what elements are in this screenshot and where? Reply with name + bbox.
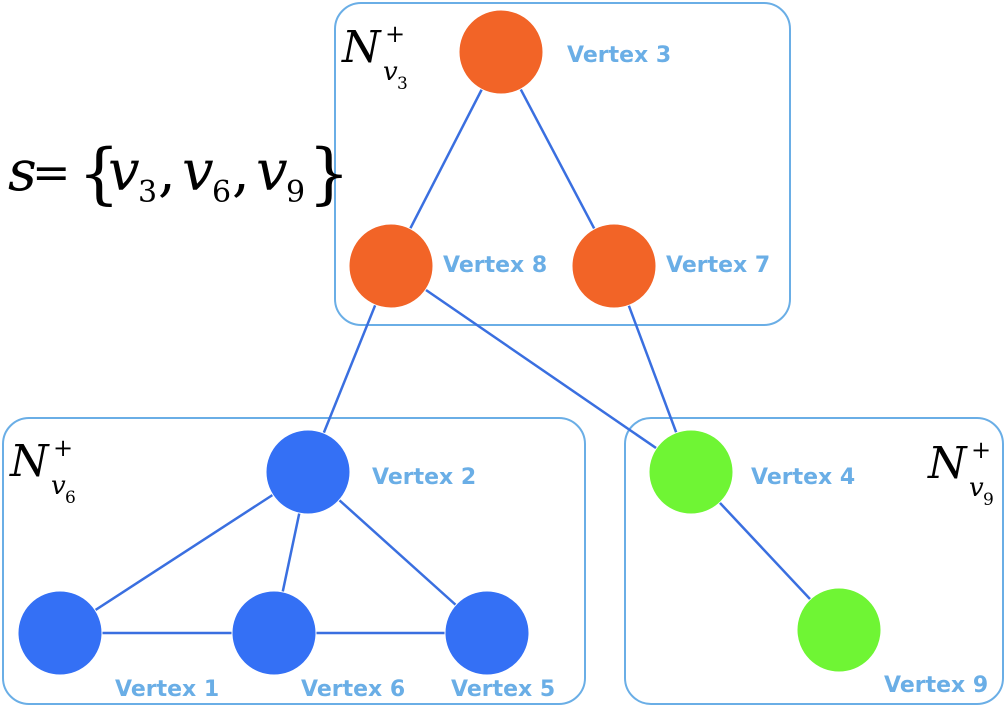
vertex-node-v9 (796, 587, 882, 673)
group-label-n-v9: N + v 9 (927, 436, 994, 510)
vertex-node-v1 (17, 590, 103, 676)
vertex-node-v7 (571, 223, 657, 309)
set-element-sub: 3 (138, 175, 157, 210)
set-comma: , (232, 139, 250, 204)
group-box-n-v9 (624, 417, 1004, 705)
group-label-sub-index: 6 (65, 488, 76, 508)
vertex-label-v9: Vertex 9 (884, 673, 988, 698)
set-equals: = (32, 145, 71, 199)
vertex-label-v4: Vertex 4 (751, 465, 855, 490)
vertex-node-v2 (265, 429, 351, 515)
set-element-base: v (182, 139, 214, 204)
vertex-node-v5 (444, 590, 530, 676)
set-element-base: v (256, 139, 288, 204)
vertex-label-v6: Vertex 6 (301, 677, 405, 702)
edge-v2-v1 (59, 470, 309, 635)
set-lhs: s (8, 139, 37, 204)
set-expression: s = { v 3 , v 6 , v 9 } (8, 135, 350, 212)
group-label-base: N (9, 436, 50, 487)
set-comma: , (158, 139, 176, 204)
group-label-sup: + (385, 20, 405, 48)
edges-layer (59, 51, 840, 635)
group-label-base: N (927, 438, 968, 489)
vertex-label-v1: Vertex 1 (115, 677, 219, 702)
group-box-n-v6 (2, 417, 586, 705)
group-label-sub-base: v (383, 57, 398, 87)
group-label-n-v3: N + v 3 (341, 20, 408, 94)
vertex-label-v7: Vertex 7 (666, 253, 770, 278)
group-label-sub-index: 3 (397, 74, 408, 94)
vertex-node-v4 (648, 429, 734, 515)
vertex-node-v6 (231, 590, 317, 676)
group-label-sub-base: v (969, 473, 984, 503)
set-element-sub: 9 (286, 175, 305, 210)
vertex-labels-layer: Vertex 3 Vertex 8 Vertex 7 Vertex 2 Vertex 1… (115, 43, 988, 702)
set-open-brace: { (78, 135, 120, 212)
set-element-sub: 6 (212, 175, 231, 210)
set-close-brace: } (308, 135, 350, 212)
set-element-base: v (108, 139, 140, 204)
vertex-node-v3 (458, 9, 544, 95)
group-label-n-v6: N + v 6 (9, 434, 76, 508)
group-box-n-v3 (334, 2, 791, 326)
group-label-sub-index: 9 (983, 490, 994, 510)
vertex-label-v5: Vertex 5 (451, 677, 555, 702)
group-label-sup: + (971, 436, 991, 464)
group-label-sup: + (53, 434, 73, 462)
vertex-node-v8 (348, 223, 434, 309)
vertex-label-v3: Vertex 3 (567, 43, 671, 68)
vertices-layer (17, 9, 882, 676)
group-label-base: N (341, 22, 382, 73)
edge-v8-v4 (390, 264, 692, 474)
vertex-label-v8: Vertex 8 (443, 253, 547, 278)
vertex-label-v2: Vertex 2 (372, 465, 476, 490)
group-label-sub-base: v (51, 471, 66, 501)
